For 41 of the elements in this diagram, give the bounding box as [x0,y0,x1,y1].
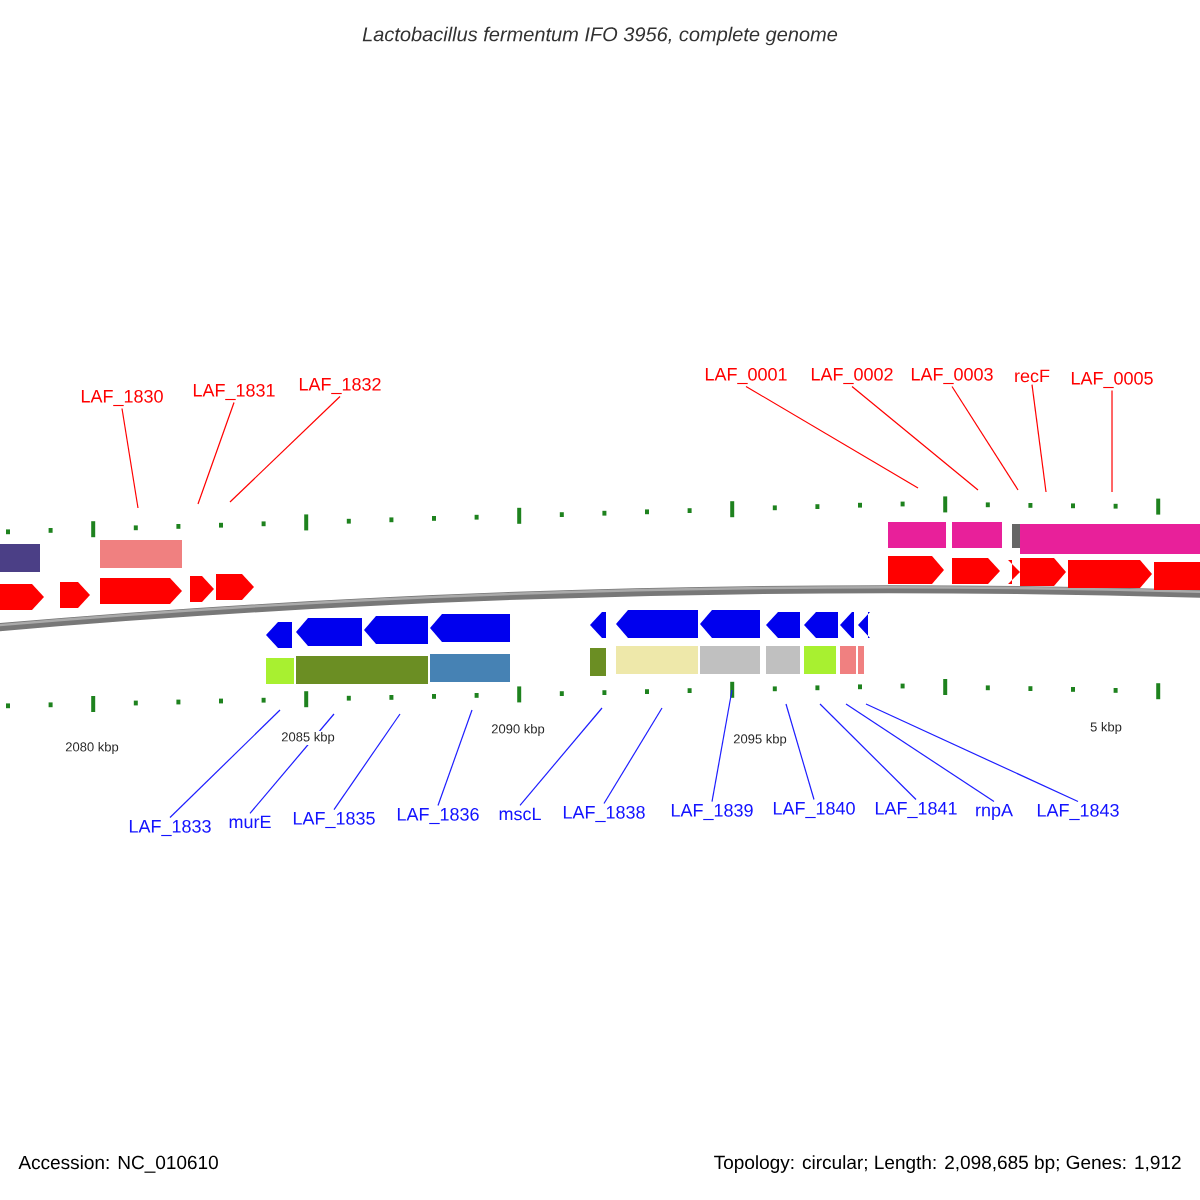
gene-label: murE [229,815,271,829]
gene-label: LAF_0003 [911,367,993,385]
gene-label: LAF_0005 [1071,371,1153,389]
leader-line [519,707,603,806]
leader-line [745,385,919,489]
leader-line [785,703,815,801]
accession-text: Accession: NC_010610 [18,1155,218,1173]
gene-label: LAF_1836 [397,807,479,825]
gene-label: LAF_1830 [81,389,163,407]
leader-line [169,709,281,819]
leader-line [851,385,979,491]
leader-line [603,707,663,805]
gene-label: LAF_1841 [875,801,957,819]
gene-label: rnpA [976,803,1013,821]
leader-line [437,709,473,807]
gene-label: LAF_0001 [705,367,787,385]
gene-label: LAF_1840 [773,801,855,819]
leader-line [1111,389,1113,493]
leader-line [1031,384,1047,493]
leader-line [121,407,139,509]
leader-line [951,385,1019,491]
leader-line [865,703,1079,803]
gene-label: LAF_1832 [299,377,381,395]
title: Lactobacillus fermentum IFO 3956, complete genome [362,26,838,46]
leader-line [229,395,341,503]
leader-line [845,703,995,803]
gene-label: LAF_1843 [1037,803,1119,821]
gene-label: LAF_1833 [129,819,211,837]
leader-line [819,703,917,801]
gene-label: LAF_1835 [293,811,375,829]
leader-line [249,713,335,814]
gene-label: recF [1015,369,1050,383]
gene-label: LAF_1839 [671,803,753,821]
summary-text: Topology: circular; Length: 2,098,685 bp; Genes: 1,912 [714,1155,1181,1173]
gene-label: LAF_0002 [811,367,893,385]
leader-line [711,689,733,803]
gene-label: mscL [499,807,541,821]
gene-label: LAF_1831 [193,383,275,401]
gene-label: LAF_1838 [563,805,645,823]
leader-line [197,401,235,505]
leader-line [333,713,401,811]
